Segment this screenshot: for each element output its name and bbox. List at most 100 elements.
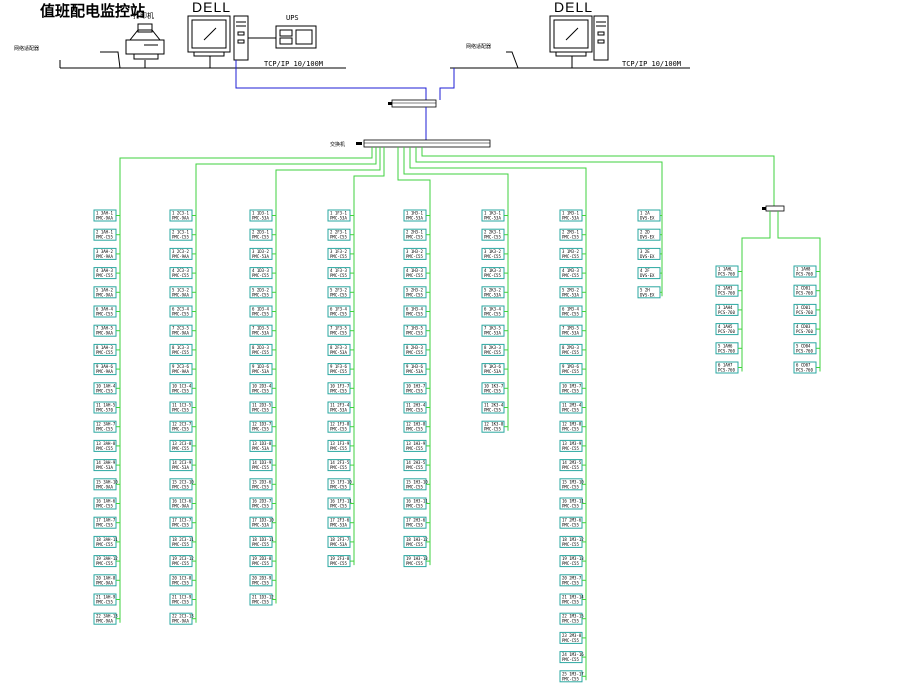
device-model: PMC-C55 <box>562 408 579 413</box>
device-id: 2 2D3-1 <box>252 230 269 235</box>
device-id: 7 1M3-5 <box>562 326 579 331</box>
device-model: PMC-C55 <box>96 542 113 547</box>
device-id: 25 1M3-17 <box>562 671 584 676</box>
device-id: 6 1F3-4 <box>330 307 347 312</box>
device-model: PMC-53A <box>96 465 113 470</box>
device-id: 8 2H3-3 <box>406 345 423 350</box>
printer-icon <box>125 23 165 60</box>
device-id: 16 1AH-6 <box>96 499 116 504</box>
device-model: PMC-C55 <box>562 657 579 662</box>
device-id: 4 CD03 <box>796 324 811 329</box>
device-id: 14 2C3-9 <box>172 460 192 465</box>
device-id: 6 1H3-4 <box>406 307 423 312</box>
device-id: 12 1F3-8 <box>330 422 350 427</box>
device-id: 20 2M3-7 <box>562 575 582 580</box>
device-id: 17 2F3-6 <box>330 518 350 523</box>
device-id: 12 1M3-8 <box>562 422 582 427</box>
device-model: PMC-C55 <box>562 484 579 489</box>
device-id: 2 2D <box>640 230 650 235</box>
device-model: PCS-760 <box>796 348 813 353</box>
device-model: PMC-C55 <box>406 388 423 393</box>
device-model: PMC-9AA <box>172 216 189 221</box>
device-id: 10 2D3-4 <box>252 383 272 388</box>
device-id: 17 1D3-10 <box>252 518 274 523</box>
device-model: PMC-C55 <box>96 600 113 605</box>
device-model: PCS-760 <box>718 329 735 334</box>
device-id: 11 1C3-5 <box>172 403 192 408</box>
device-model: PMC-C55 <box>562 465 579 470</box>
device-id: 15 2C3-10 <box>172 479 194 484</box>
device-id: 11 2F3-4 <box>330 403 350 408</box>
switch-icon <box>762 205 785 212</box>
device-id: 21 1C3-9 <box>172 595 192 600</box>
device-id: 5 1AH6 <box>718 343 733 348</box>
device-id: 12 1D3-7 <box>252 422 272 427</box>
device-id: 14 2H3-5 <box>406 460 426 465</box>
device-id: 4 1D3-3 <box>252 268 269 273</box>
device-model: PMC-C55 <box>330 292 347 297</box>
device-model: PMC-C55 <box>406 273 423 278</box>
device-id: 19 1H3-13 <box>406 556 428 561</box>
device-id: 1 3AH-1 <box>96 211 113 216</box>
device-model: PMC-C55 <box>252 427 269 432</box>
device-id: 16 1C3-6 <box>172 499 192 504</box>
device-id: 16 1M3-11 <box>562 499 584 504</box>
device-model: PMC-C55 <box>484 235 501 240</box>
device-model: PMC-C55 <box>484 312 501 317</box>
device-id: 2 1AH3 <box>718 286 733 291</box>
device-id: 18 1M3-12 <box>562 537 584 542</box>
device-id: 5 1C3-2 <box>172 287 189 292</box>
device-id: 7 1F3-5 <box>330 326 347 331</box>
device-id: 1 1AH8 <box>796 267 811 272</box>
device-model: PMC-C55 <box>96 427 113 432</box>
device-id: 16 1H3-11 <box>406 499 428 504</box>
device-model: PMC-C55 <box>172 523 189 528</box>
device-id: 12 1H3-8 <box>406 422 426 427</box>
device-model: PMC-53A <box>330 542 347 547</box>
device-model: PMC-C55 <box>406 408 423 413</box>
device-id: 10 1C3-4 <box>172 383 192 388</box>
device-id: 13 1H3-9 <box>406 441 426 446</box>
device-id: 17 2H3-6 <box>406 518 426 523</box>
device-model: PMC-C55 <box>252 542 269 547</box>
device-model: PMC-C55 <box>252 504 269 509</box>
device-id: 16 1F3-11 <box>330 499 352 504</box>
device-model: PMC-9AA <box>172 254 189 259</box>
device-id: 3 1M3-2 <box>562 249 579 254</box>
